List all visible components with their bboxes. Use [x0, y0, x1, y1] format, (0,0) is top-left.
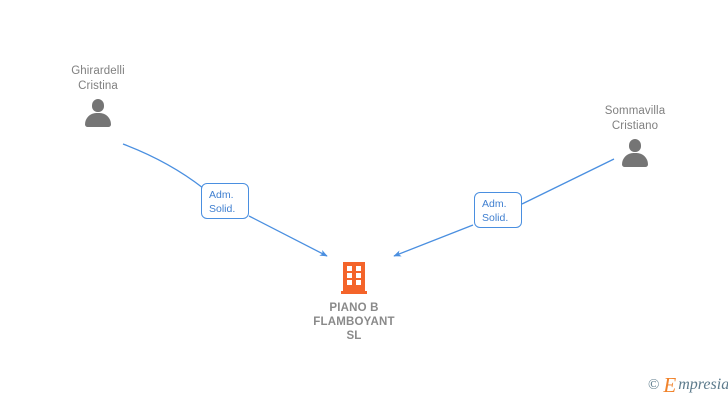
building-icon-window	[347, 280, 352, 285]
edge-label-left[interactable]: Adm. Solid.	[201, 183, 249, 219]
copyright-icon: ©	[648, 376, 660, 393]
watermark-brand-rest: mpresia	[678, 376, 728, 393]
watermark-empresia: © E mpresia	[648, 373, 728, 397]
person-icon-body	[85, 113, 111, 127]
person-icon-body	[622, 153, 648, 167]
node-company[interactable]: PIANO B FLAMBOYANT SL	[269, 262, 439, 343]
building-icon-window	[356, 266, 361, 271]
building-icon-window	[356, 273, 361, 278]
person-left-label: Ghirardelli Cristina	[71, 65, 125, 92]
edge-label-right[interactable]: Adm. Solid.	[474, 192, 522, 228]
person-icon-head	[92, 99, 104, 112]
person-icon	[620, 139, 650, 167]
edge-right-segment-lower	[393, 224, 474, 257]
building-icon	[341, 262, 367, 294]
person-icon-head	[629, 139, 641, 152]
node-person-left[interactable]: Ghirardelli Cristina	[23, 64, 173, 127]
building-icon-window	[356, 280, 361, 285]
building-icon-window	[347, 273, 352, 278]
node-person-right[interactable]: Sommavilla Cristiano	[560, 104, 710, 167]
edge-left-segment-lower	[248, 215, 328, 257]
edge-left-segment-upper	[122, 143, 204, 189]
edge-right-segment-upper	[521, 158, 615, 205]
building-icon-window	[347, 266, 352, 271]
person-right-label: Sommavilla Cristiano	[604, 105, 666, 132]
company-label: PIANO B FLAMBOYANT SL	[313, 302, 395, 342]
watermark-brand-initial: E	[663, 373, 677, 397]
building-icon-base	[341, 291, 367, 294]
person-icon	[83, 99, 113, 127]
